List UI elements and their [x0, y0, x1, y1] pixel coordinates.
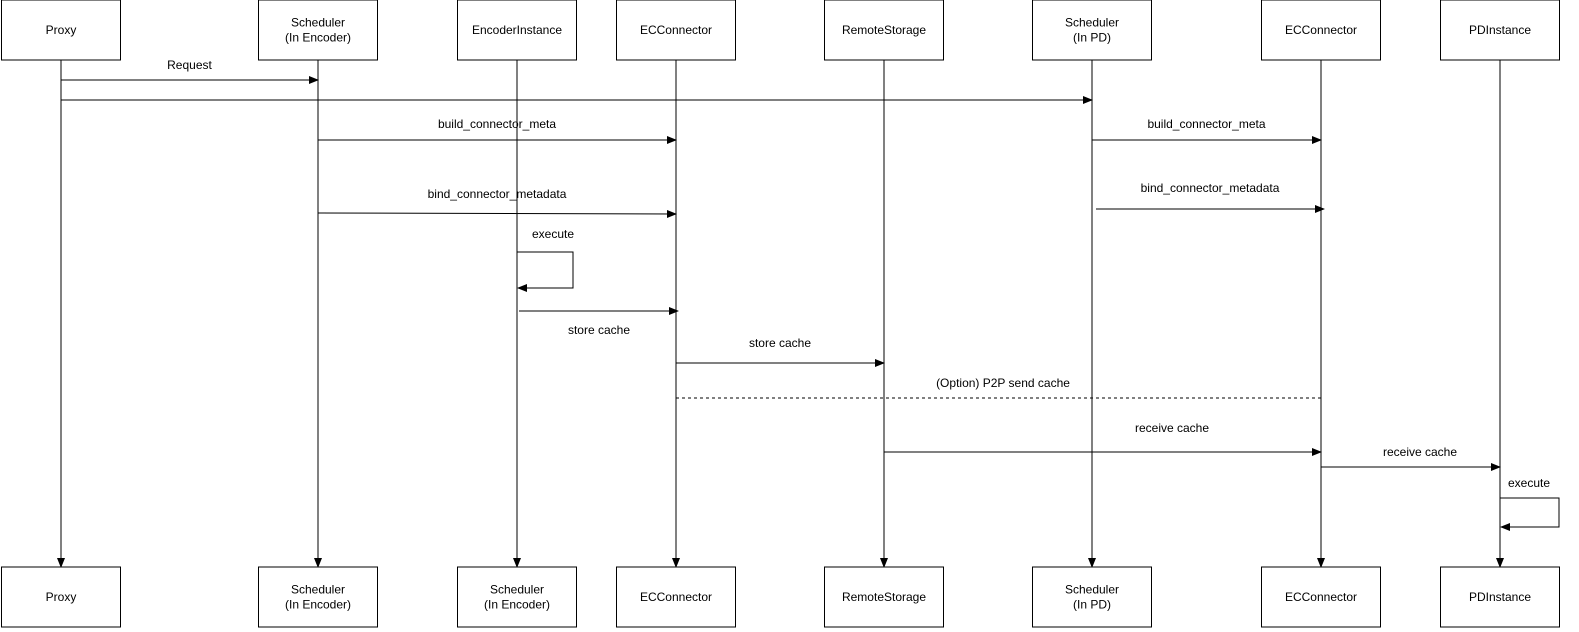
top-participant-ec-connector-1: ECConnector	[616, 0, 736, 61]
bottom-participant-box	[1, 566, 121, 628]
top-participant-ec-connector-2: ECConnector	[1261, 0, 1381, 61]
message-label: execute	[532, 227, 574, 241]
bottom-participant-ec-connector-2: ECConnector	[1261, 566, 1381, 628]
message-arrow	[317, 209, 677, 218]
top-participant-box	[1, 0, 121, 61]
message-label: (Option) P2P send cache	[936, 376, 1070, 390]
bottom-participant-box	[1261, 566, 1381, 628]
message-build-meta-pd: build_connector_meta	[1092, 117, 1322, 144]
message-receive-cache-pd: receive cache	[1321, 445, 1501, 471]
bottom-participant-label: (In Encoder)	[484, 598, 550, 612]
self-message-arrow	[517, 251, 574, 292]
message-label: build_connector_meta	[438, 117, 556, 131]
message-label: build_connector_meta	[1147, 117, 1265, 131]
top-participant-label: (In Encoder)	[285, 31, 351, 45]
bottom-participant-scheduler-pd: Scheduler(In PD)	[1032, 566, 1152, 628]
message-label: store cache	[749, 336, 811, 350]
bottom-participant-label: Scheduler	[1065, 583, 1119, 597]
message-request: Request	[61, 58, 319, 84]
top-participant-label: RemoteStorage	[842, 23, 926, 37]
top-participant-proxy: Proxy	[1, 0, 121, 61]
bottom-participant-scheduler-encoder: Scheduler(In Encoder)	[258, 566, 378, 628]
message-build-meta-encoder: build_connector_meta	[318, 117, 677, 144]
message-store-cache-connector: store cache	[519, 307, 679, 337]
bottom-participant-label: Scheduler	[490, 583, 544, 597]
top-participant-box	[1032, 0, 1152, 61]
bottom-participant-encoder-instance: Scheduler(In Encoder)	[457, 566, 577, 628]
top-participant-scheduler-encoder: Scheduler(In Encoder)	[258, 0, 378, 61]
top-participant-label: PDInstance	[1469, 23, 1531, 37]
bottom-participant-box	[258, 566, 378, 628]
top-participant-box	[1261, 0, 1381, 61]
bottom-participant-proxy: Proxy	[1, 566, 121, 628]
message-execute-encoder: execute	[517, 227, 574, 292]
message-label: receive cache	[1135, 421, 1209, 435]
bottom-participant-label: ECConnector	[1285, 590, 1357, 604]
top-participant-label: EncoderInstance	[472, 23, 562, 37]
self-message-arrow	[1500, 497, 1560, 531]
top-participant-label: ECConnector	[1285, 23, 1357, 37]
top-participant-label: Proxy	[46, 23, 77, 37]
message-store-cache-remote: store cache	[676, 336, 885, 367]
bottom-participant-label: (In Encoder)	[285, 598, 351, 612]
bottom-participant-ec-connector-1: ECConnector	[616, 566, 736, 628]
bottom-participant-box	[824, 566, 944, 628]
bottom-participant-label: ECConnector	[640, 590, 712, 604]
bottom-participant-label: PDInstance	[1469, 590, 1531, 604]
top-participant-box	[824, 0, 944, 61]
bottom-participant-box	[457, 566, 577, 628]
message-p2p-send-cache: (Option) P2P send cache	[676, 376, 1321, 399]
top-participant-box	[616, 0, 736, 61]
message-label: Request	[167, 58, 212, 72]
top-participant-pd-instance: PDInstance	[1440, 0, 1560, 61]
message-receive-cache-connector: receive cache	[884, 421, 1322, 456]
message-label: bind_connector_metadata	[1141, 181, 1280, 195]
messages: Request build_connector_meta build_connect…	[61, 58, 1560, 531]
bottom-participant-remote-storage: RemoteStorage	[824, 566, 944, 628]
bottom-participant-label: Proxy	[46, 590, 77, 604]
message-bind-metadata-pd: bind_connector_metadata	[1096, 181, 1325, 213]
top-participant-label: (In PD)	[1073, 31, 1111, 45]
top-participant-box	[457, 0, 577, 61]
top-participant-scheduler-pd: Scheduler(In PD)	[1032, 0, 1152, 61]
top-participant-label: Scheduler	[1065, 16, 1119, 30]
message-label: bind_connector_metadata	[428, 187, 567, 201]
top-participant-remote-storage: RemoteStorage	[824, 0, 944, 61]
message-label: receive cache	[1383, 445, 1457, 459]
message-label: store cache	[568, 323, 630, 337]
message-label: execute	[1508, 476, 1550, 490]
bottom-participant-label: RemoteStorage	[842, 590, 926, 604]
top-participant-encoder-instance: EncoderInstance	[457, 0, 577, 61]
bottom-participant-box	[616, 566, 736, 628]
top-participant-box	[258, 0, 378, 61]
bottom-participant-pd-instance: PDInstance	[1440, 566, 1560, 628]
message-execute-pd: execute	[1500, 476, 1560, 531]
lifelines	[57, 60, 1504, 568]
bottom-participant-label: (In PD)	[1073, 598, 1111, 612]
bottom-participant-label: Scheduler	[291, 583, 345, 597]
message-bind-metadata-encoder: bind_connector_metadata	[317, 187, 677, 218]
top-participant-label: ECConnector	[640, 23, 712, 37]
bottom-participant-box	[1440, 566, 1560, 628]
top-participant-label: Scheduler	[291, 16, 345, 30]
bottom-participant-box	[1032, 566, 1152, 628]
top-participant-box	[1440, 0, 1560, 61]
